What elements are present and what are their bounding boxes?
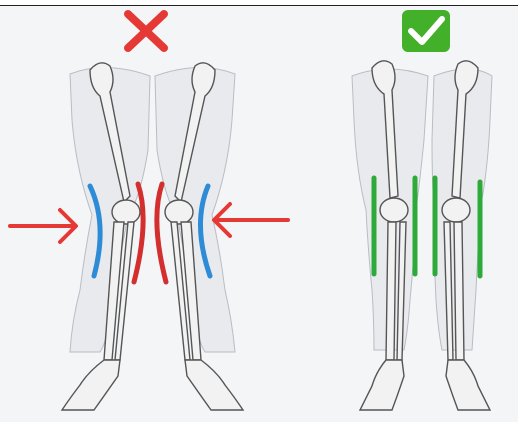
arrow-right-icon: [10, 210, 76, 242]
cross-mark-icon: [128, 14, 164, 48]
panel-knock-knees: [10, 14, 288, 410]
panel-straight-legs: [352, 10, 492, 410]
check-mark-icon: [402, 10, 450, 52]
right-inner-line: [157, 184, 166, 282]
arrow-left-icon: [214, 204, 288, 236]
